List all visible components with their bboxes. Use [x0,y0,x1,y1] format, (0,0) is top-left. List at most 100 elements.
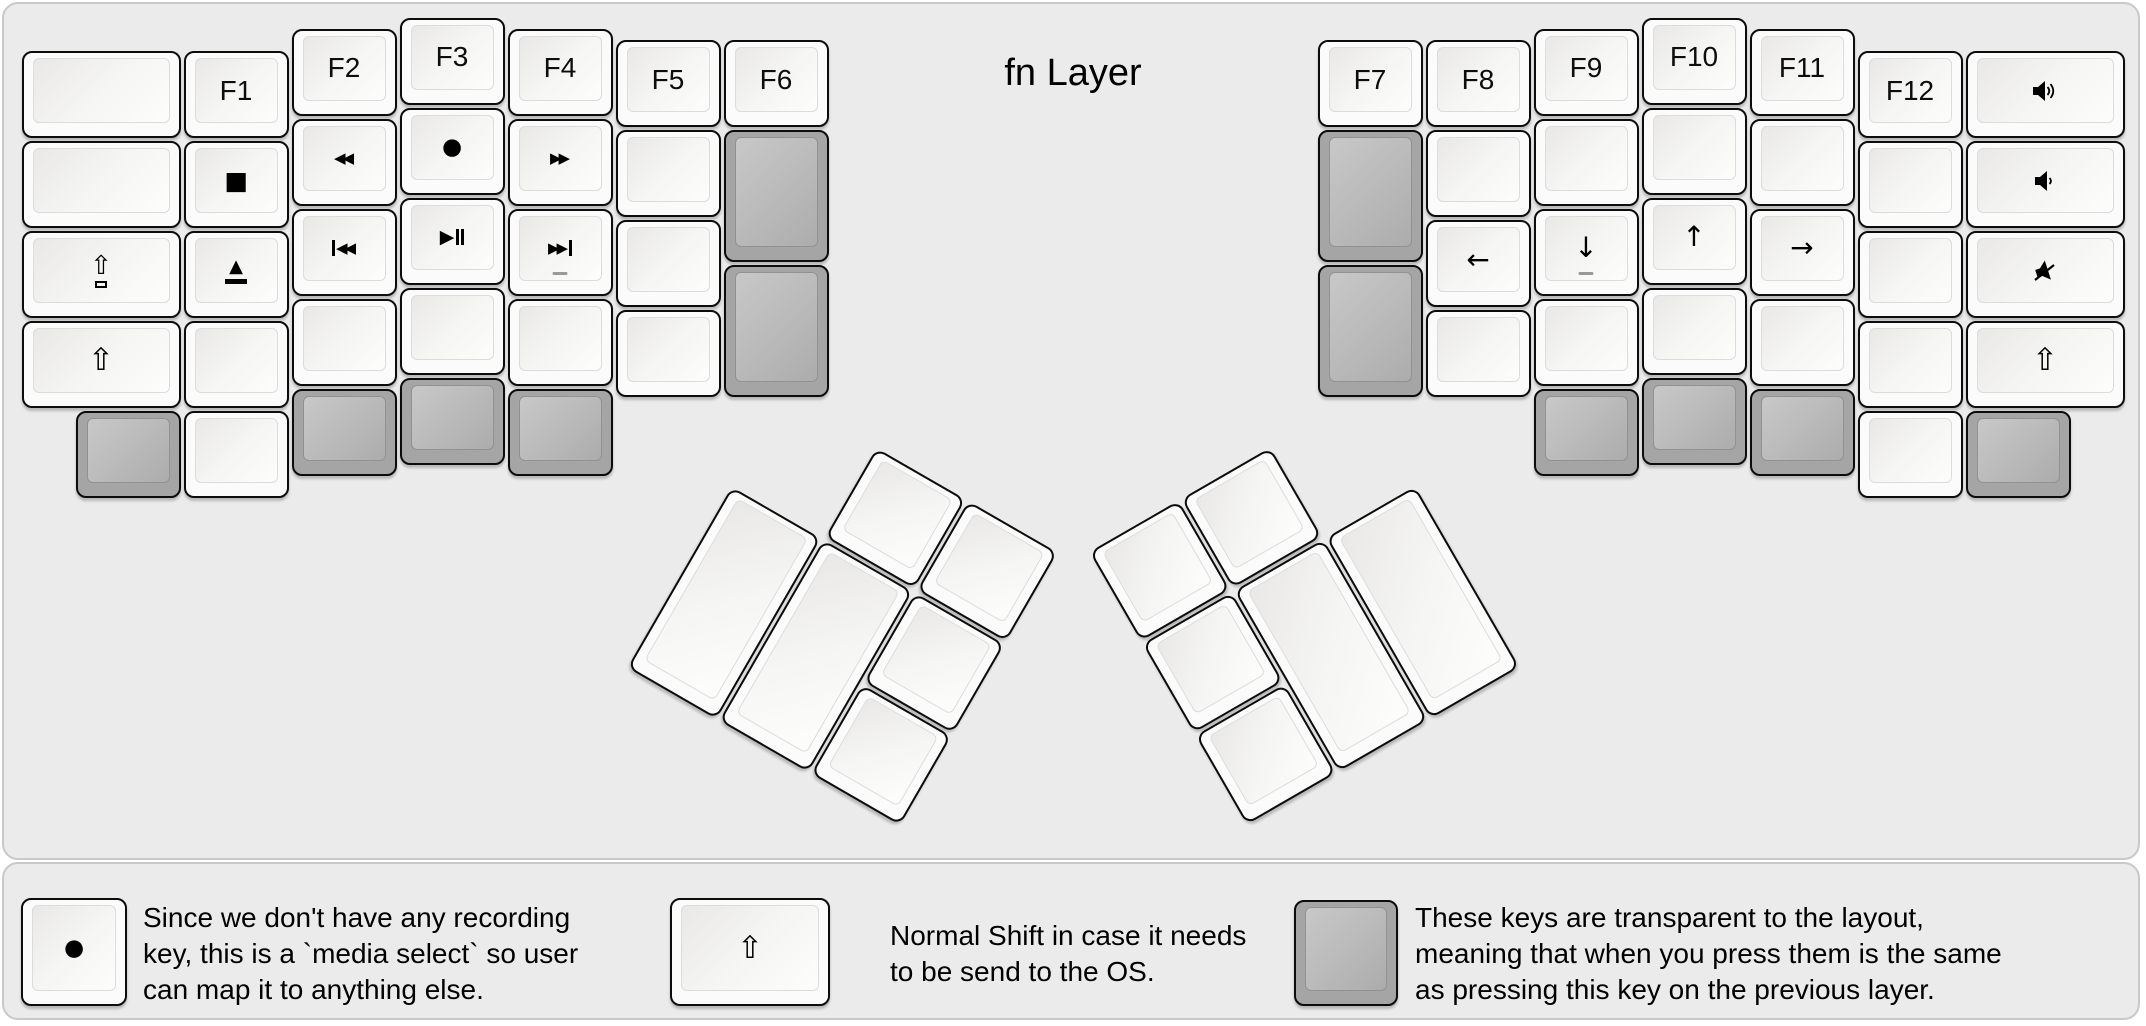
key-blank [1425,310,1531,397]
key-f4: F4 [507,28,613,116]
keycap: ▲ [194,238,278,304]
play-pause-icon: ▶ [440,227,465,247]
key-f3: F3 [399,17,505,105]
keycap: ■ [194,148,278,214]
key-transparent [1749,388,1855,476]
keycap: F10 [1652,24,1736,90]
arrow-right-icon: → [1790,231,1814,265]
key-transparent [1965,411,2071,499]
keycap [1328,137,1412,247]
keycap [1868,328,1952,394]
key-capslock: ⇧ [21,231,181,319]
key-label: F6 [759,63,793,95]
key-transparent [723,265,829,397]
key-ffwd: ▶▶ [507,118,613,206]
key-prev: ◀◀ [291,208,397,296]
homing-dash [552,271,568,275]
key-blank [615,310,721,397]
key-playpause: ▶ [399,197,505,285]
keycap [86,418,170,484]
mute-icon [2034,260,2055,281]
key-transparent [723,130,829,262]
keycap: F1 [194,58,278,124]
key-arrow-down: ↓ [1533,208,1639,296]
keycap: ↓ [1544,215,1628,281]
keycap: F12 [1868,58,1952,124]
keycap [1760,125,1844,191]
shift-icon: ⇧ [88,342,114,379]
keycap: → [1760,215,1844,281]
legend-text-2: Normal Shift in case it needs to be send… [890,920,1247,987]
keycap [1652,294,1736,360]
key-shift: ⇧ [1965,321,2125,409]
keycap: F2 [302,35,386,101]
key-blank [21,141,181,229]
volume-down-icon [2035,170,2052,191]
key-blank [1641,287,1747,375]
key-label: F11 [1778,52,1826,84]
keycap [518,305,602,371]
key-blank [1749,298,1855,386]
keycap [1544,395,1628,461]
key-stop: ■ [183,141,289,229]
key-next: ▶▶ [507,208,613,296]
shift-icon: ⇧ [737,929,763,966]
key-blank [399,287,505,375]
key-blank [1857,141,1963,229]
legend-key-3 [1294,900,1398,1006]
keycap [410,294,494,360]
key-transparent [1317,265,1423,397]
keycap: ● [32,905,116,991]
key-label: F9 [1569,52,1603,84]
keycap: ▶▶ [518,125,602,191]
key-label: F4 [543,52,577,84]
legend-text-3: These keys are transparent to the layout… [1415,902,2002,1005]
keycap [1976,418,2060,484]
keycap [1436,317,1520,382]
keycap: ← [1436,227,1520,292]
key-arrow-up: ↑ [1641,197,1747,285]
homing-dash [1578,271,1594,275]
keycap: ◀◀ [302,125,386,191]
caps-lock-icon: ⇧ [90,253,112,289]
key-label: F7 [1353,63,1387,95]
keycap: ● [410,114,494,180]
key-blank [1533,118,1639,206]
key-label: F3 [435,41,469,72]
keycap: F7 [1328,47,1412,112]
keycap: F8 [1436,47,1520,112]
key-blank [1533,298,1639,386]
key-vol-down [1965,141,2125,229]
key-transparent [75,411,181,499]
key-blank [183,321,289,409]
keycap: F3 [410,24,494,90]
keycap [1652,384,1736,450]
key-blank [21,51,181,139]
key-rewind: ◀◀ [291,118,397,206]
keycap [410,384,494,450]
legend-key-2: ⇧ [670,898,830,1006]
keycap [734,272,818,382]
key-vol-up [1965,51,2125,139]
keycap [32,148,170,214]
keycap [1976,148,2114,214]
keycap [302,305,386,371]
keycap [734,137,818,247]
keycap [1544,305,1628,371]
key-f9: F9 [1533,28,1639,116]
keycap: F5 [626,47,710,112]
keycap [1328,272,1412,382]
legend-text-1: Since we don't have any recording key, t… [143,902,579,1005]
key-transparent [507,388,613,476]
key-blank [507,298,613,386]
key-blank [615,220,721,307]
shift-icon: ⇧ [2032,342,2058,379]
keycap [1868,418,1952,484]
keycap [1868,148,1952,214]
key-transparent [291,388,397,476]
keycap [1760,305,1844,371]
key-f2: F2 [291,28,397,116]
keycap [32,58,170,124]
key-mute [1965,231,2125,319]
